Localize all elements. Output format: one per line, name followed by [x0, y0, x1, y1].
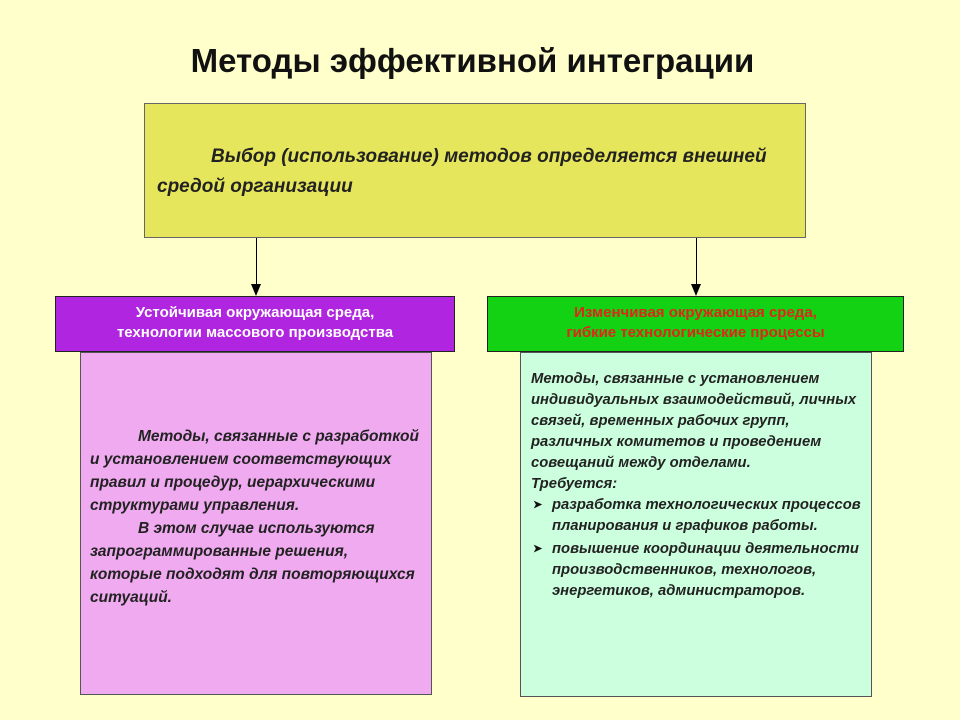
requirements-list: ➤ разработка технологических процессов п… — [531, 495, 863, 602]
requirement-text: разработка технологических процессов пла… — [552, 497, 861, 534]
top-box: Выбор (использование) методов определяет… — [144, 103, 806, 238]
variable-methods-panel: Методы, связанные с установлением индиви… — [520, 352, 872, 697]
list-item: ➤ разработка технологических процессов п… — [531, 495, 863, 537]
variable-header-line2: гибкие технологические процессы — [566, 324, 825, 341]
arrow-right-head — [691, 284, 701, 296]
arrow-right-line — [696, 238, 697, 285]
arrow-left-line — [256, 238, 257, 285]
variable-methods-requires: Требуется: — [531, 476, 618, 492]
stable-methods-paragraph-1: Методы, связанные с разработкой и устано… — [90, 428, 419, 514]
variable-methods-intro: Методы, связанные с установлением индиви… — [531, 371, 857, 471]
variable-header-line1: Изменчивая окружающая среда, — [574, 304, 817, 321]
requirement-text: повышение координации деятельности произ… — [552, 541, 859, 599]
stable-methods-panel: Методы, связанные с разработкой и устано… — [80, 352, 432, 695]
triangle-right-icon: ➤ — [533, 543, 543, 555]
stable-header-line2: технологии массового производства — [116, 324, 394, 341]
arrow-left-head — [251, 284, 261, 296]
variable-environment-header: Изменчивая окружающая среда, гибкие техн… — [487, 296, 904, 352]
stable-environment-header: Устойчивая окружающая среда, технологии … — [55, 296, 455, 352]
page-title: Методы эффективной интеграции — [190, 42, 755, 79]
top-box-text: Выбор (использование) методов определяет… — [157, 146, 767, 197]
list-item: ➤ повышение координации деятельности про… — [531, 539, 863, 602]
triangle-right-icon: ➤ — [533, 499, 543, 511]
stable-header-line1: Устойчивая окружающая среда, — [135, 304, 375, 321]
stable-methods-paragraph-2: В этом случае используются запрограммиро… — [90, 520, 415, 606]
